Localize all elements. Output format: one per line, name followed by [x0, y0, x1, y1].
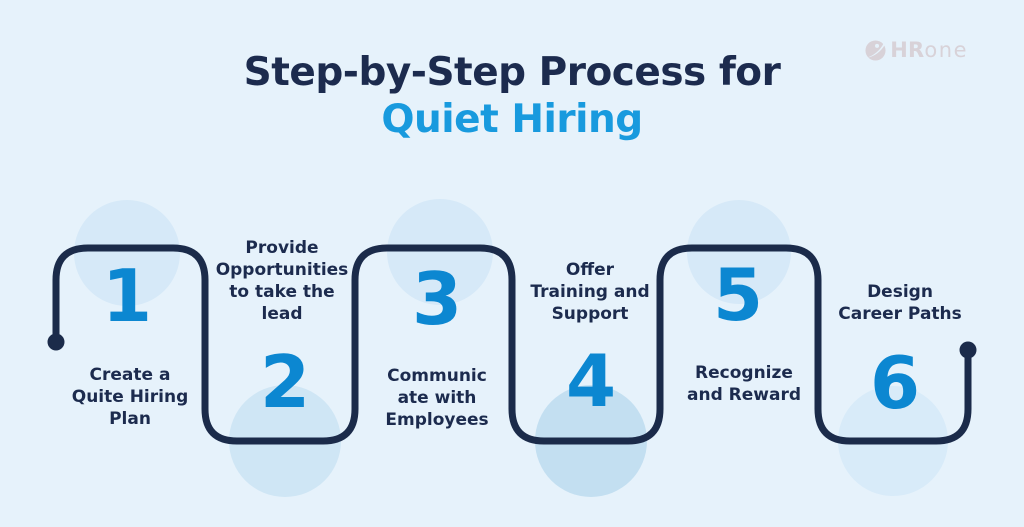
step-4-number: 4 [565, 339, 617, 423]
step-4-label: Offer Training and Support [530, 260, 650, 324]
brand-logo-icon [865, 39, 886, 61]
step-3-number: 3 [411, 257, 463, 341]
page-title: Step-by-Step Process for Quiet Hiring [0, 49, 1024, 143]
title-line-1: Step-by-Step Process for [243, 50, 781, 95]
step-5-bg-circle [687, 200, 791, 304]
step-1-bg-circle [74, 200, 180, 306]
brand-logo-text: HRone [890, 38, 968, 62]
step-1-label: Create a Quite Hiring Plan [71, 365, 189, 429]
brand-logo-hr: HR [890, 38, 925, 62]
brand-logo: HRone [865, 38, 968, 62]
path-end-dot [959, 341, 977, 359]
step-3-label: Communic ate with Employees [385, 366, 489, 430]
step-2-label: Provide Opportunities to take the lead [215, 238, 349, 324]
brand-logo-one: one [924, 38, 968, 62]
step-5-label: Recognize and Reward [686, 363, 802, 405]
step-1-number: 1 [101, 254, 153, 338]
step-2-number: 2 [259, 340, 311, 424]
step-3-bg-circle [387, 199, 493, 305]
serpentine-path [52, 244, 972, 445]
path-start-dot [47, 333, 65, 351]
step-5-number: 5 [712, 253, 764, 337]
step-6-label: Design Career Paths [838, 282, 962, 324]
step-6-number: 6 [869, 341, 921, 425]
title-line-2: Quiet Hiring [381, 97, 643, 142]
